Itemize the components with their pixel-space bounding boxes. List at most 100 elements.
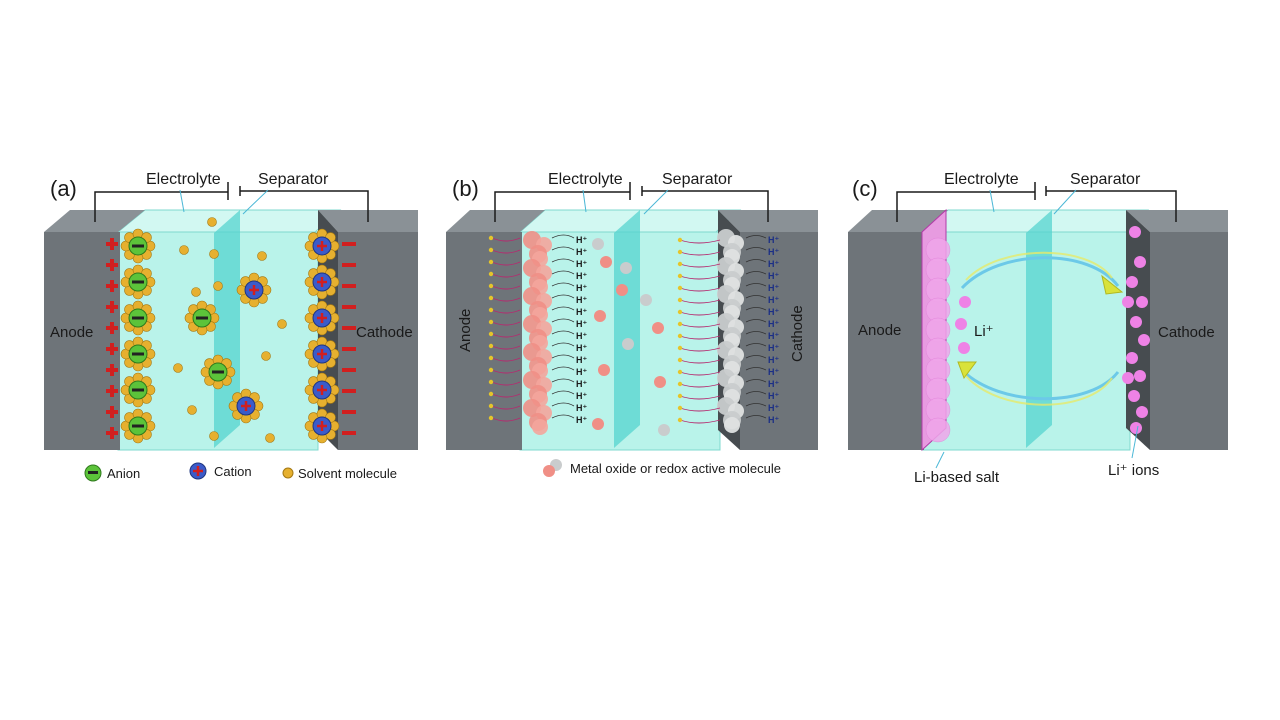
redox-molecule [622,338,634,350]
redox-molecule [652,322,664,334]
redox-molecule [616,284,628,296]
electron-path [679,419,721,424]
proton-path [745,235,767,239]
redox-molecule [594,310,606,322]
minus-charge [342,389,356,393]
separator-bracket [641,186,769,222]
anion-sign [132,388,144,392]
separator-sheet [614,210,640,448]
minus-charge [342,284,356,288]
proton-label: H⁺ [768,319,779,329]
li-ions-free [955,296,971,354]
redox-molecule [620,262,632,274]
cation-cluster [304,408,340,444]
electron-path [679,395,721,400]
cathode-front [740,232,818,450]
electron [488,283,494,289]
anion-clusters [120,228,236,444]
redox-molecule [592,418,604,430]
ion-flow-arrow-bottom [960,368,1120,401]
anion-sign [132,244,144,248]
panel-b-label: (b) [452,176,479,201]
li-ion [1130,422,1142,434]
electron [488,319,494,325]
legend-cation: Cation [189,462,252,480]
proton-path [551,258,575,263]
proton-label: H⁺ [768,391,779,401]
electron-path [491,261,521,266]
panel-c-label: (c) [852,176,878,201]
proton-label: H⁺ [768,343,779,353]
li-ion [1126,352,1138,364]
proton-path [745,379,767,383]
electron [488,307,494,313]
li-ion [1122,372,1134,384]
electron [677,285,683,291]
ion-flow-arrow-bottom-head [957,361,977,380]
proton-label: H⁺ [576,403,587,413]
electron [677,309,683,315]
anode-front [446,232,522,450]
proton-path [745,319,767,323]
cathode-top [1126,210,1228,232]
li-salt-label: Li-based salt [914,469,1000,486]
proton-label: H⁺ [768,307,779,317]
proton-label: H⁺ [768,271,779,281]
proton-path [551,366,575,371]
electron-path [491,309,521,314]
electron-path [491,345,521,350]
separator-label: Separator [258,171,329,188]
proton-label: H⁺ [768,379,779,389]
solvent-molecule [209,431,219,441]
legend-solvent: Solvent molecule [282,466,397,481]
proton-path [551,318,575,323]
cation-clusters [228,228,340,444]
proton-path [745,307,767,311]
proton-path [745,247,767,251]
cation-sign [241,401,251,411]
electron [677,357,683,363]
electron-path [491,357,521,362]
proton-path [551,306,575,311]
anion-cluster [120,372,156,408]
li-ion [1129,226,1141,238]
li-ion [1130,316,1142,328]
electron-path [679,275,721,280]
electron [488,235,494,241]
electron [677,393,683,399]
anion-sign [132,316,144,320]
anion-sign [196,316,208,320]
electron-path [491,333,521,338]
ion-flow-arrow-top [960,256,1120,290]
separator-pointer [242,189,269,215]
cation-cluster [228,388,264,424]
electron-path [679,263,721,268]
proton-path [551,246,575,251]
electron-path [491,273,521,278]
svg-text:Solvent molecule: Solvent molecule [298,466,397,481]
redox-molecule [654,376,666,388]
svg-text:Cation: Cation [214,464,252,479]
electron-path [679,407,721,412]
electron [488,271,494,277]
salt-pointer [935,451,945,469]
electron [488,403,494,409]
separator-pointer [1053,189,1077,215]
electrolyte-label: Electrolyte [146,171,221,188]
electron [488,331,494,337]
proton-label: H⁺ [576,343,587,353]
electron-path [679,323,721,328]
solvent-molecule [187,405,197,415]
redox-molecule [724,417,740,433]
cation-sign [249,285,259,295]
electron [488,247,494,253]
electron-path [491,237,521,242]
redox-molecule [598,364,610,376]
anion-cluster [120,408,156,444]
electrolyte-bracket [896,182,1036,222]
cation-sign [317,421,327,431]
electron [677,273,683,279]
proton-label: H⁺ [576,331,587,341]
solvent-molecule [209,249,219,259]
electron-path [679,383,721,388]
